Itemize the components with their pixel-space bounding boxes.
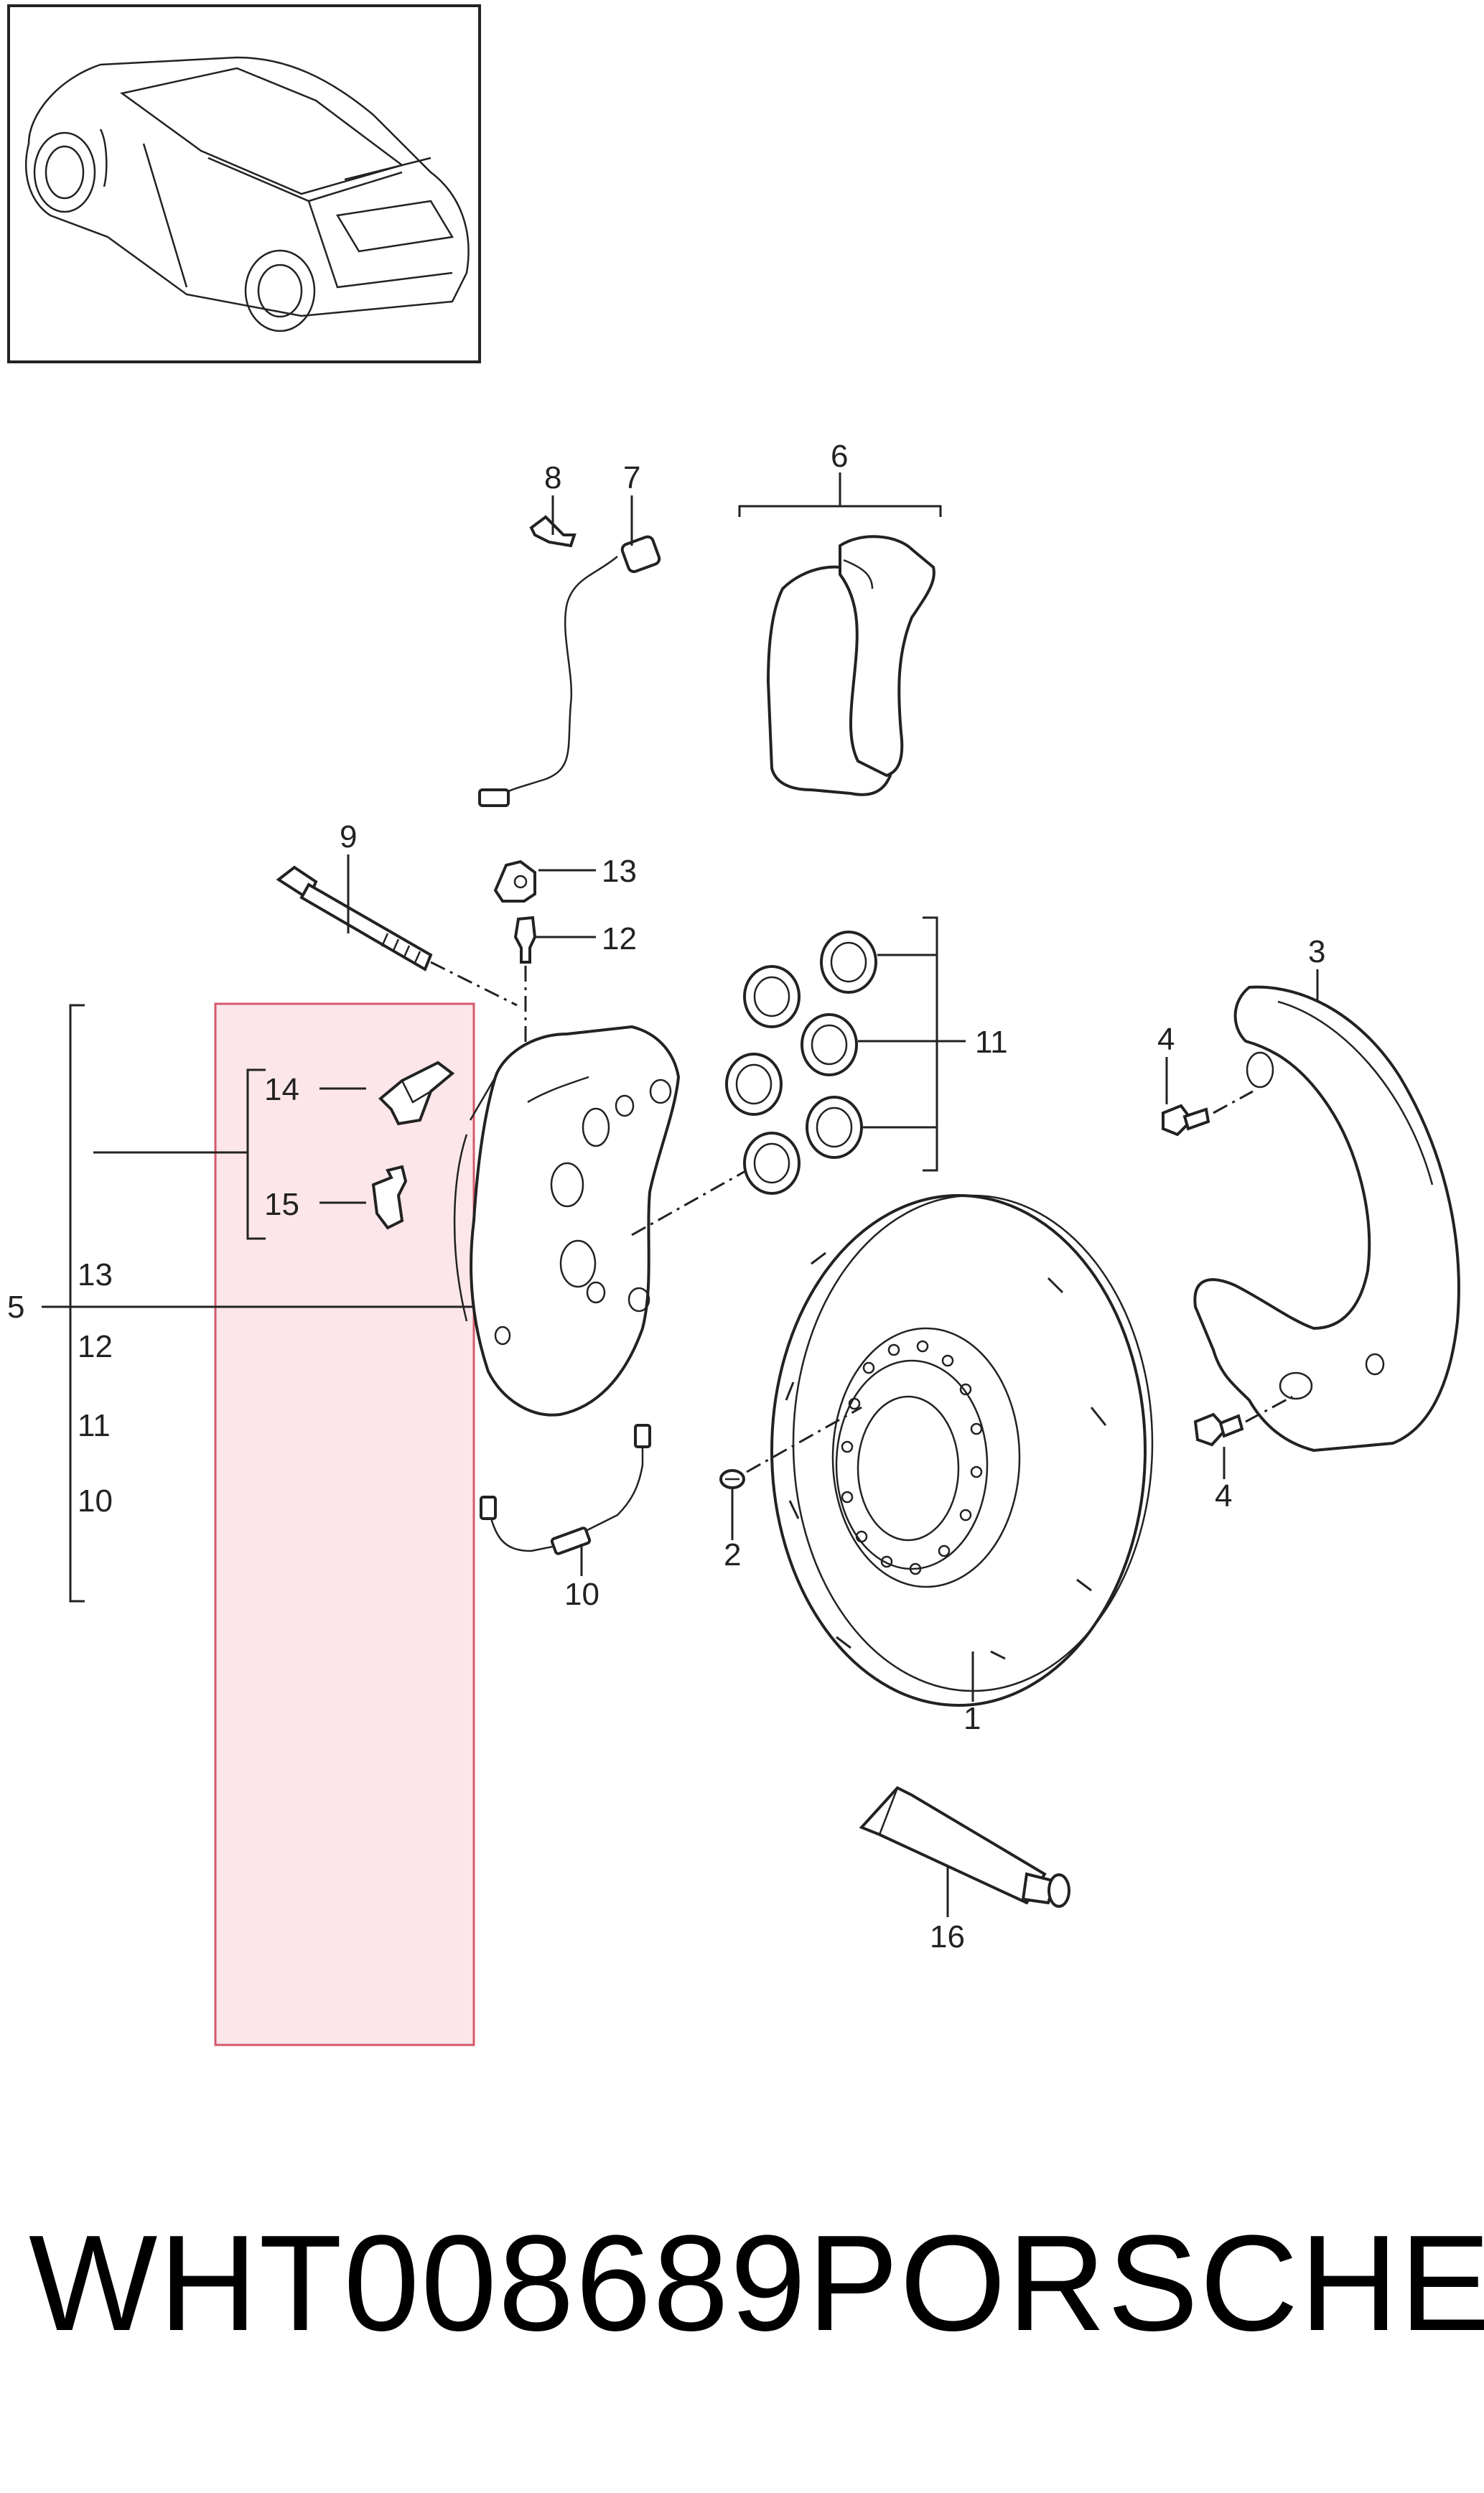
callout-1: 1 <box>963 1701 981 1736</box>
brake-line-part-10 <box>480 1424 651 1555</box>
disc-slots <box>785 1252 1107 1660</box>
brake-pads-part-6 <box>766 535 935 796</box>
highlight-box <box>214 1002 475 2046</box>
callout-12: 12 <box>602 921 637 956</box>
callout-15: 15 <box>264 1187 299 1222</box>
bleeder-cap-part-13 <box>493 859 536 903</box>
kit-list-item: 11 <box>78 1408 111 1443</box>
grease-tube-part-16 <box>859 1786 1070 1908</box>
piston-seals-part-11 <box>725 931 877 1195</box>
bolt-part-4-upper <box>1162 1104 1210 1137</box>
car-sketch-icon <box>25 56 470 332</box>
brand-name: PORSCHE <box>807 2207 1484 2359</box>
spring-part-15 <box>371 1165 408 1230</box>
wear-sensor-part-7 <box>478 535 661 807</box>
bolt-part-9 <box>276 865 433 971</box>
callout-4-lower: 4 <box>1215 1478 1232 1514</box>
clip-part-14 <box>378 1061 455 1126</box>
kit-list-item: 13 <box>78 1257 113 1292</box>
part-number: WHT008689 <box>29 2207 808 2359</box>
vehicle-thumbnail <box>7 4 481 363</box>
dust-shield-part-3 <box>1193 985 1460 1453</box>
callout-6: 6 <box>831 439 848 474</box>
screw-part-2 <box>719 1469 745 1489</box>
bolt-part-4-lower <box>1193 1412 1244 1447</box>
brake-disc-part-1 <box>770 1194 1154 1707</box>
callout-11: 11 <box>975 1025 1008 1060</box>
brake-caliper <box>453 1025 681 1417</box>
seals-bracket <box>858 916 966 1172</box>
leader-lines <box>347 472 1319 1917</box>
bleeder-valve-part-12 <box>513 915 537 964</box>
callout-4-upper: 4 <box>1157 1022 1175 1057</box>
callout-14: 14 <box>264 1072 299 1107</box>
callout-13: 13 <box>602 854 637 889</box>
callout-8: 8 <box>544 460 561 495</box>
disc-holes <box>841 1340 983 1575</box>
callout-16: 16 <box>930 1919 965 1954</box>
callout-7: 7 <box>623 460 640 495</box>
callout-10: 10 <box>564 1577 599 1612</box>
callout-9: 9 <box>340 819 357 854</box>
callout-5: 5 <box>7 1290 24 1325</box>
footer: WHT008689 PORSCHE <box>29 2197 1484 2369</box>
callout-3: 3 <box>1308 934 1325 969</box>
kit-bracket <box>42 1004 495 1603</box>
kit-list-item: 12 <box>78 1329 113 1364</box>
kit-list-item: 10 <box>78 1483 113 1519</box>
callout-2: 2 <box>724 1537 741 1572</box>
